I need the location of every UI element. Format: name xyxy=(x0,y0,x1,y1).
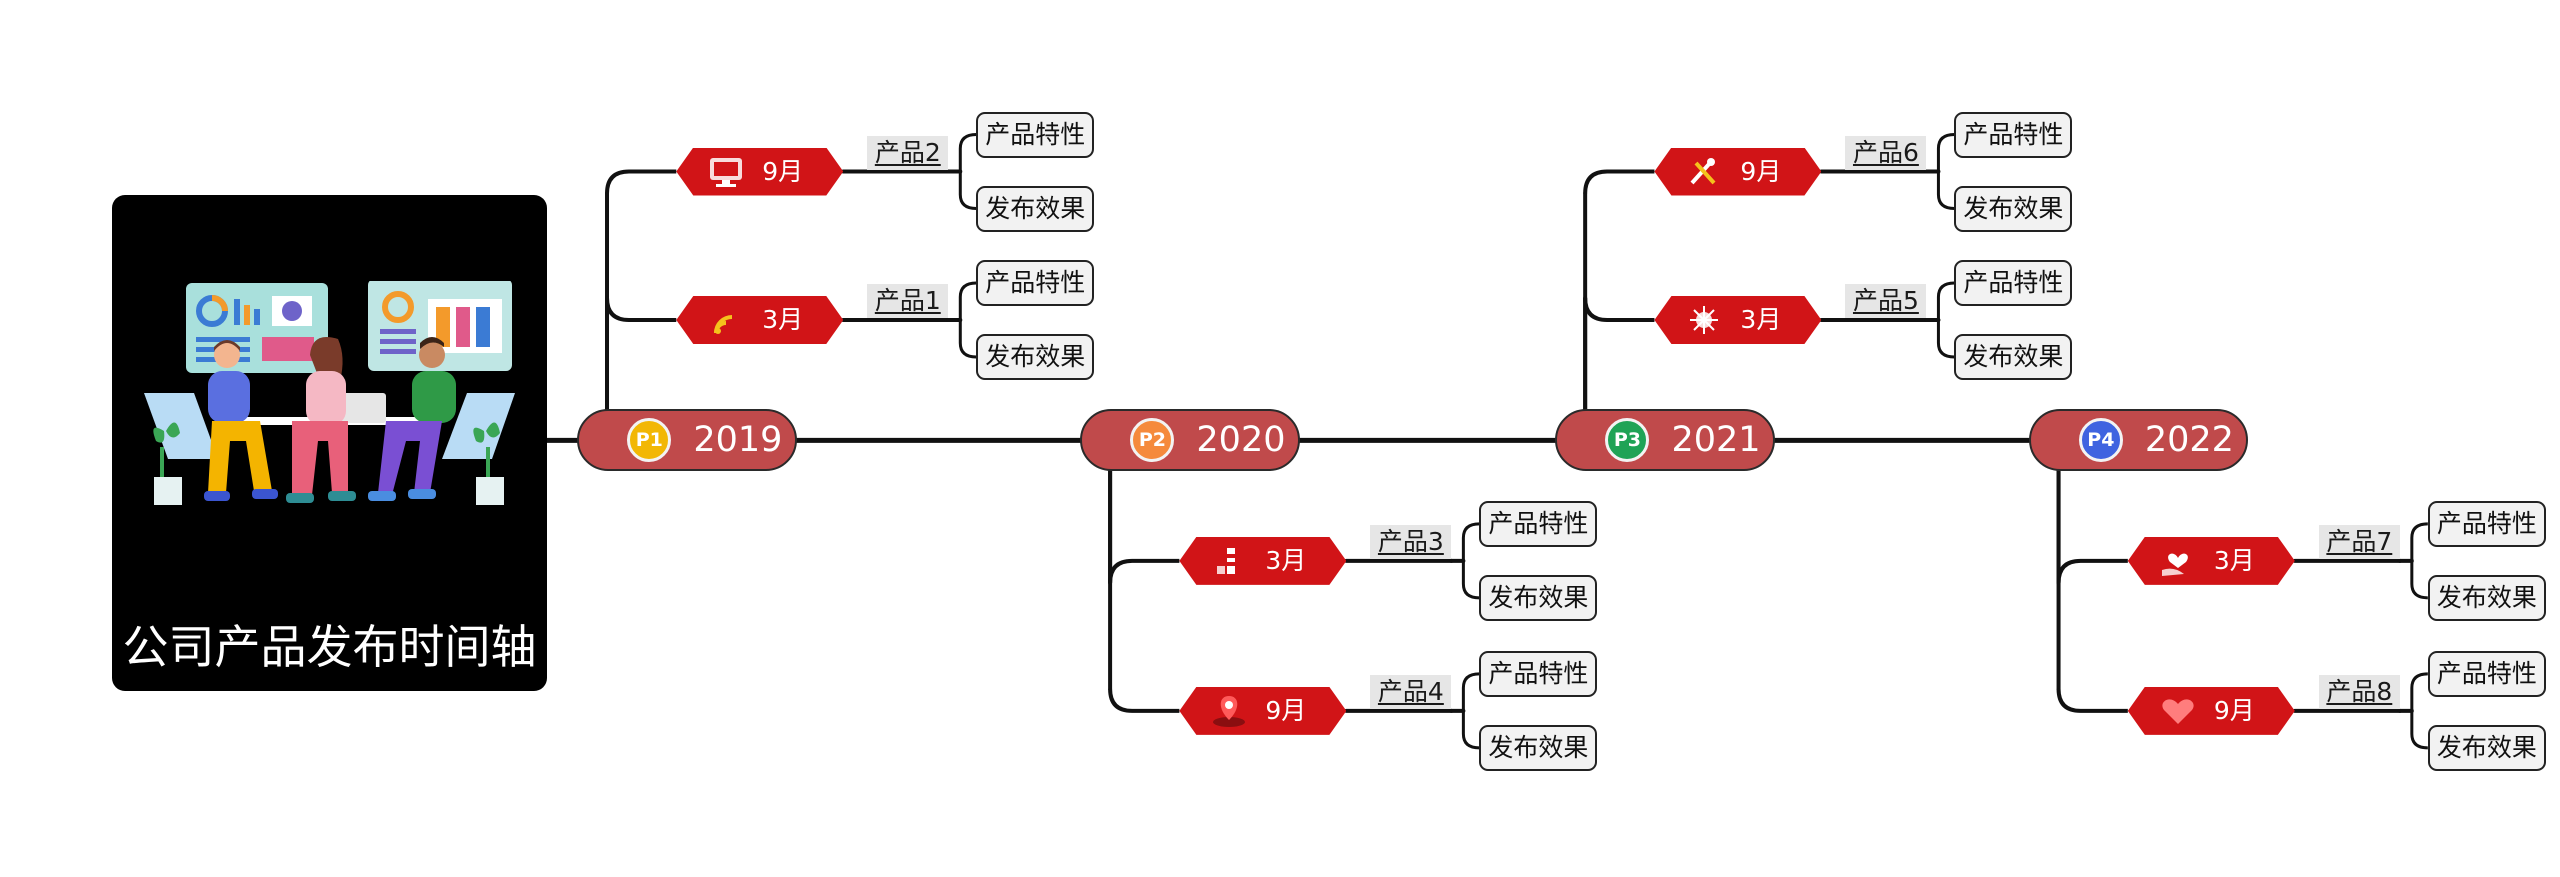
priority-badge: P4 xyxy=(2078,418,2123,463)
month-node[interactable]: 3月 xyxy=(676,296,844,344)
connector xyxy=(1936,281,1955,359)
month-label: 3月 xyxy=(762,305,804,334)
year-node-2021[interactable]: P3 2021 xyxy=(1555,409,1775,472)
feature-leaf[interactable]: 产品特性 xyxy=(976,260,1095,306)
connector xyxy=(1461,672,1480,750)
product-label[interactable]: 产品3 xyxy=(1370,524,1452,559)
year-node-2020[interactable]: P2 2020 xyxy=(1080,409,1300,472)
product-label[interactable]: 产品2 xyxy=(867,135,949,170)
feature-leaf[interactable]: 产品特性 xyxy=(2427,500,2546,547)
month-node[interactable]: 9月 xyxy=(676,147,844,196)
year-label: 2019 xyxy=(693,420,783,461)
connector xyxy=(1936,133,1955,211)
product-label[interactable]: 产品4 xyxy=(1370,674,1452,709)
team-meeting-illustration xyxy=(144,281,515,505)
connector xyxy=(1461,522,1480,600)
month-node[interactable]: 9月 xyxy=(1179,686,1347,735)
feature-leaf[interactable]: 产品特性 xyxy=(1479,500,1598,547)
connector xyxy=(2410,522,2428,600)
result-leaf[interactable]: 发布效果 xyxy=(1479,724,1598,771)
month-label: 3月 xyxy=(2213,545,2255,575)
month-label: 9月 xyxy=(762,156,804,186)
connector xyxy=(958,133,977,211)
month-node[interactable]: 3月 xyxy=(2127,536,2295,585)
product-label[interactable]: 产品6 xyxy=(1845,135,1927,170)
connector xyxy=(2056,688,2128,713)
priority-badge: P2 xyxy=(1130,418,1175,463)
year-label: 2022 xyxy=(2144,420,2234,461)
lighthouse-icon xyxy=(1205,544,1253,578)
month-node[interactable]: 9月 xyxy=(1654,147,1822,196)
connector xyxy=(1583,169,1655,194)
feature-leaf[interactable]: 产品特性 xyxy=(976,111,1095,158)
product-label[interactable]: 产品7 xyxy=(2318,524,2400,559)
product-label[interactable]: 产品8 xyxy=(2318,674,2400,709)
month-label: 9月 xyxy=(1265,695,1307,725)
month-node[interactable]: 3月 xyxy=(1179,536,1347,585)
product-label[interactable]: 产品1 xyxy=(867,284,949,318)
result-leaf[interactable]: 发布效果 xyxy=(2427,724,2546,771)
month-node[interactable]: 3月 xyxy=(1654,296,1822,344)
month-label: 3月 xyxy=(1740,305,1782,334)
connector xyxy=(605,297,677,322)
result-leaf[interactable]: 发布效果 xyxy=(976,185,1095,232)
connector xyxy=(2410,672,2428,750)
connector xyxy=(1583,297,1655,322)
product-label[interactable]: 产品5 xyxy=(1845,284,1927,318)
location-pin-icon xyxy=(1205,694,1253,728)
priority-badge: P3 xyxy=(1605,418,1650,463)
feature-leaf[interactable]: 产品特性 xyxy=(1479,650,1598,697)
connector xyxy=(2056,558,2128,583)
year-label: 2020 xyxy=(1196,420,1286,461)
result-leaf[interactable]: 发布效果 xyxy=(2427,574,2546,621)
month-label: 9月 xyxy=(2213,695,2255,725)
root-topic[interactable]: 公司产品发布时间轴 xyxy=(112,195,547,691)
year-node-2019[interactable]: P1 2019 xyxy=(577,409,797,472)
connector xyxy=(605,169,677,194)
year-label: 2021 xyxy=(1671,420,1761,461)
result-leaf[interactable]: 发布效果 xyxy=(1479,574,1598,621)
root-title: 公司产品发布时间轴 xyxy=(122,620,537,674)
year-node-2022[interactable]: P4 2022 xyxy=(2028,409,2249,472)
virus-icon xyxy=(1680,303,1728,337)
connector xyxy=(1108,688,1180,713)
heart-icon xyxy=(2154,694,2202,728)
hand-heart-icon xyxy=(2154,544,2202,578)
month-label: 9月 xyxy=(1740,156,1782,186)
connector xyxy=(958,281,977,359)
result-leaf[interactable]: 发布效果 xyxy=(1954,185,2073,232)
feature-leaf[interactable]: 产品特性 xyxy=(1954,260,2073,306)
month-label: 3月 xyxy=(1265,545,1307,575)
result-leaf[interactable]: 发布效果 xyxy=(976,334,1095,380)
monitor-icon xyxy=(702,155,750,189)
feature-leaf[interactable]: 产品特性 xyxy=(2427,650,2546,697)
signal-icon xyxy=(702,303,750,337)
feature-leaf[interactable]: 产品特性 xyxy=(1954,111,2073,158)
connector xyxy=(1108,558,1180,583)
result-leaf[interactable]: 发布效果 xyxy=(1954,334,2073,380)
tools-icon xyxy=(1680,155,1728,189)
month-node[interactable]: 9月 xyxy=(2127,686,2295,735)
priority-badge: P1 xyxy=(627,418,672,463)
